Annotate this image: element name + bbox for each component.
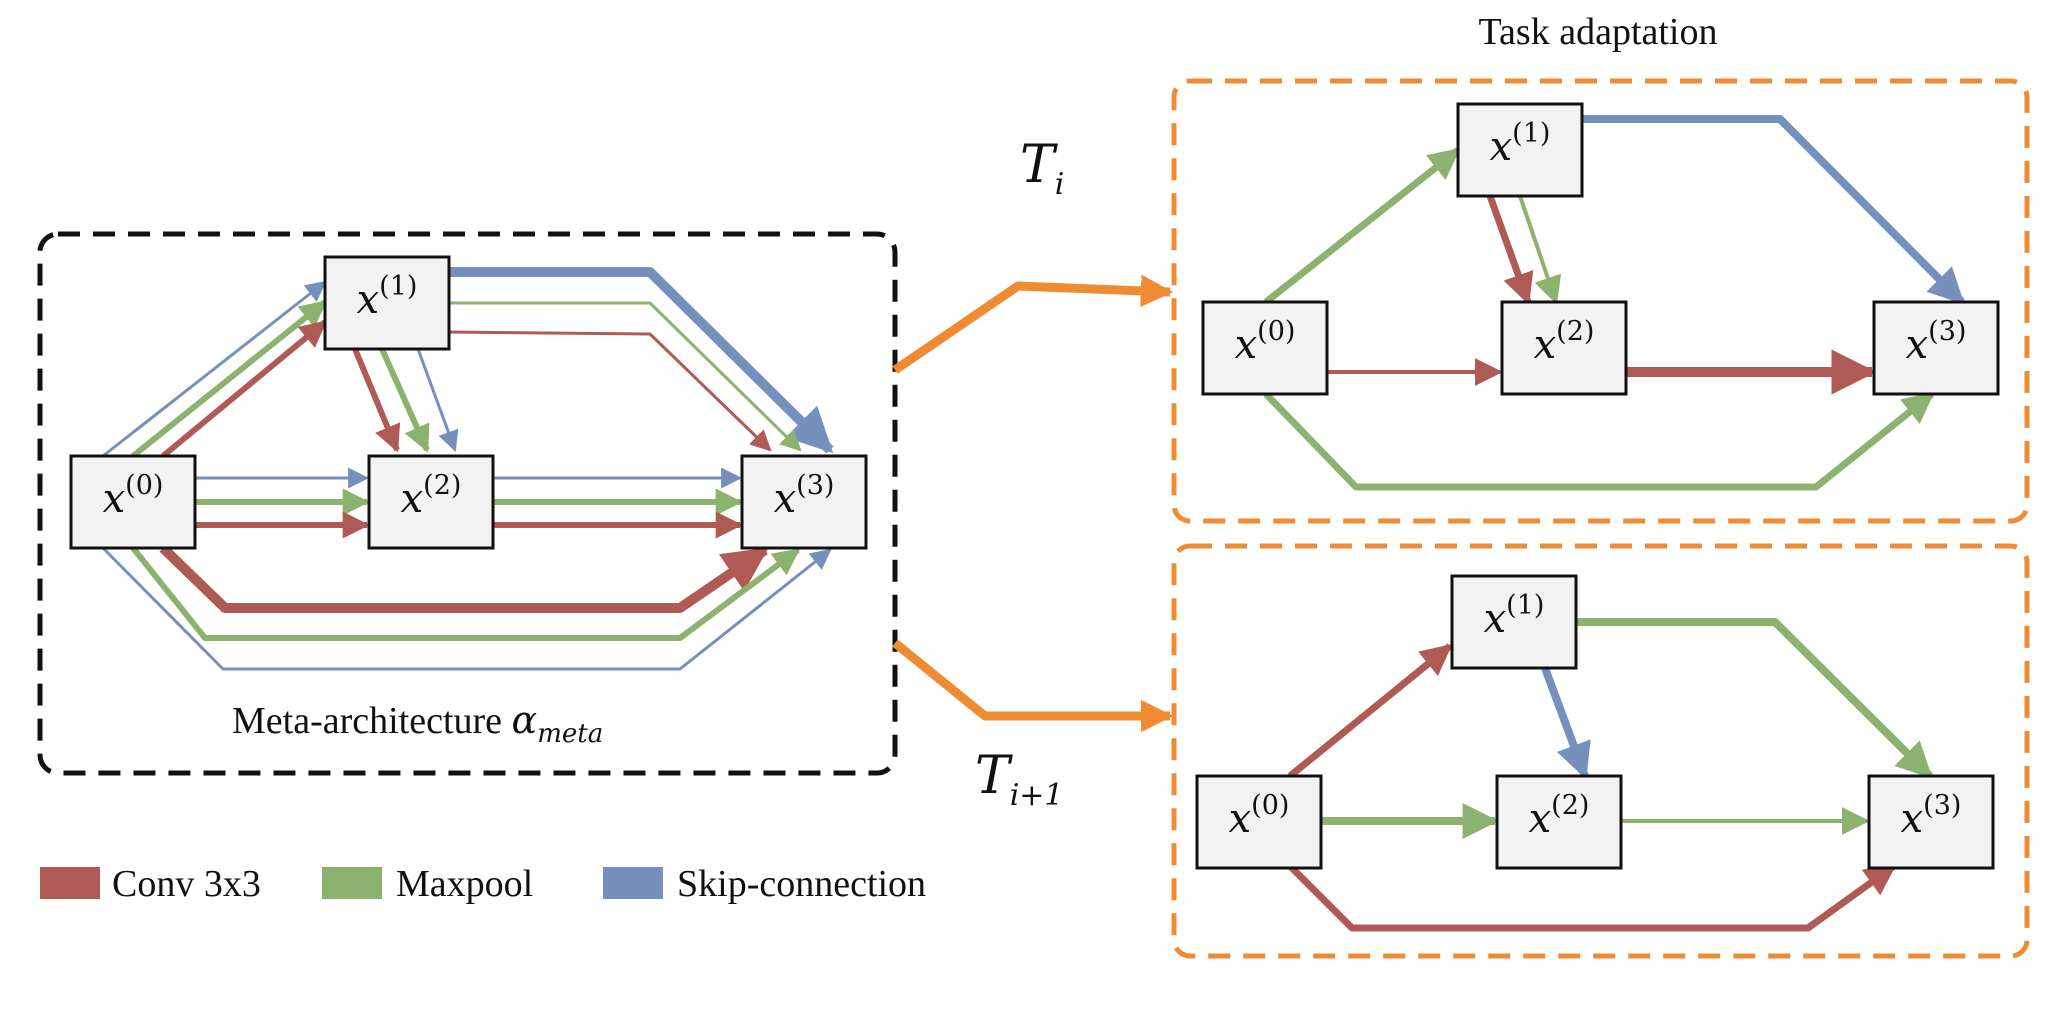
meta-edge-conv-1-2: [352, 347, 401, 453]
meta-edge-max-0-3: [130, 546, 801, 641]
node-superscript: (3): [1928, 316, 1966, 347]
svg-text:x(2): x(2): [1529, 790, 1590, 842]
svg-text:x(3): x(3): [1901, 790, 1962, 842]
meta-node-x3: x(3): [740, 454, 868, 550]
node-variable: x: [1484, 596, 1507, 642]
top-node-x0: x(0): [1201, 300, 1329, 396]
node-variable: x: [1235, 322, 1258, 368]
svg-text:x(1): x(1): [1490, 118, 1551, 170]
top-node-x3: x(3): [1872, 300, 2000, 396]
node-superscript: (0): [125, 470, 163, 501]
legend-swatch-maxpool: [322, 867, 382, 899]
node-variable: x: [1229, 796, 1252, 842]
node-variable: x: [103, 476, 126, 522]
top-edge-max-0-3: [1263, 391, 1935, 491]
meta-edge-max-1-3: [449, 301, 802, 452]
svg-text:x(3): x(3): [1906, 316, 1967, 368]
node-superscript: (1): [379, 271, 417, 302]
bottom-edge-skip-1-2: [1541, 666, 1591, 780]
bottom-node-x3: x(3): [1867, 774, 1995, 870]
top-edge-max-1-2: [1518, 195, 1562, 305]
bottom-node-x1: x(1): [1450, 574, 1578, 670]
svg-text:x(1): x(1): [357, 271, 418, 323]
meta-edge-conv-1-3: [448, 330, 772, 452]
node-variable: x: [357, 277, 380, 323]
task-arrows: [892, 274, 1174, 733]
task-label-i: Ti: [1020, 135, 1064, 202]
legend-label-skip: Skip-connection: [677, 863, 926, 905]
legend-swatch-skip: [603, 867, 663, 899]
legend: Conv 3x3 Maxpool Skip-connection: [40, 863, 926, 905]
top-edge-max-0-1: [1263, 147, 1461, 305]
legend-item-conv: Conv 3x3: [40, 863, 261, 905]
node-superscript: (2): [1551, 790, 1589, 821]
legend-label-maxpool: Maxpool: [396, 863, 533, 905]
legend-label-conv: Conv 3x3: [112, 863, 261, 905]
meta-edge-conv-0-1: [161, 319, 328, 459]
node-superscript: (1): [1512, 118, 1550, 149]
meta-architecture-border: [37, 231, 898, 776]
node-variable: x: [401, 476, 424, 522]
node-superscript: (2): [423, 470, 461, 501]
meta-edge-max-1-2: [379, 347, 430, 453]
bottom-edge-conv-0-3: [1287, 863, 1897, 932]
task-panel-bottom: x(0) x(1) x(2) x(3): [1171, 543, 2030, 959]
meta-edges: [101, 267, 834, 671]
meta-edge-skip-1-3: [449, 267, 834, 454]
node-variable: x: [1529, 796, 1552, 842]
bottom-edge-conv-0-1: [1287, 643, 1453, 779]
svg-text:x(2): x(2): [401, 470, 462, 522]
legend-item-skip: Skip-connection: [603, 863, 926, 905]
node-variable: x: [1534, 322, 1557, 368]
top-edge-skip-1-3: [1579, 115, 1965, 305]
node-variable: x: [1901, 796, 1924, 842]
meta-architecture-panel: x(0) x(1) x(2) x(3) Meta-architecture αm…: [37, 231, 898, 776]
bottom-node-x0: x(0): [1195, 774, 1323, 870]
meta-node-x1: x(1): [323, 255, 451, 351]
svg-text:x(0): x(0): [1229, 790, 1290, 842]
meta-architecture-caption: Meta-architecture αmeta: [232, 698, 603, 749]
task-arrow-upper: [892, 274, 1174, 374]
task-label-i-plus-1: Ti+1: [975, 746, 1064, 813]
task-panel-bottom-border: [1171, 543, 2030, 959]
node-variable: x: [774, 476, 797, 522]
node-superscript: (0): [1251, 790, 1289, 821]
bottom-node-x2: x(2): [1495, 774, 1623, 870]
meta-edge-max-0-1: [131, 299, 328, 459]
svg-text:x(0): x(0): [103, 470, 164, 522]
legend-swatch-conv: [40, 867, 100, 899]
meta-edge-skip-0-3: [101, 546, 832, 671]
meta-edge-conv-0-3: [159, 544, 769, 613]
node-variable: x: [1490, 124, 1513, 170]
top-edge-conv-1-2: [1486, 194, 1534, 305]
meta-node-x0: x(0): [69, 454, 197, 550]
bottom-edge-max-1-3: [1574, 618, 1933, 779]
top-node-x2: x(2): [1500, 300, 1628, 396]
task-arrow-lower: [892, 639, 1174, 733]
legend-item-maxpool: Maxpool: [322, 863, 533, 905]
top-node-x1: x(1): [1456, 102, 1584, 198]
node-superscript: (3): [1923, 790, 1961, 821]
svg-text:x(0): x(0): [1235, 316, 1296, 368]
node-superscript: (2): [1556, 316, 1594, 347]
task-panel-top-border: [1171, 78, 2030, 524]
meta-edge-skip-0-1: [102, 280, 327, 458]
task-adaptation-title: Task adaptation: [1479, 11, 1718, 53]
node-variable: x: [1906, 322, 1929, 368]
node-superscript: (1): [1506, 590, 1544, 621]
meta-node-x2: x(2): [367, 454, 495, 550]
node-superscript: (0): [1257, 316, 1295, 347]
node-superscript: (3): [796, 470, 834, 501]
svg-text:x(3): x(3): [774, 470, 835, 522]
meta-edge-skip-1-2: [416, 348, 459, 452]
svg-text:x(1): x(1): [1484, 590, 1545, 642]
svg-text:x(2): x(2): [1534, 316, 1595, 368]
task-panel-top: x(0) x(1) x(2) x(3): [1171, 78, 2030, 524]
